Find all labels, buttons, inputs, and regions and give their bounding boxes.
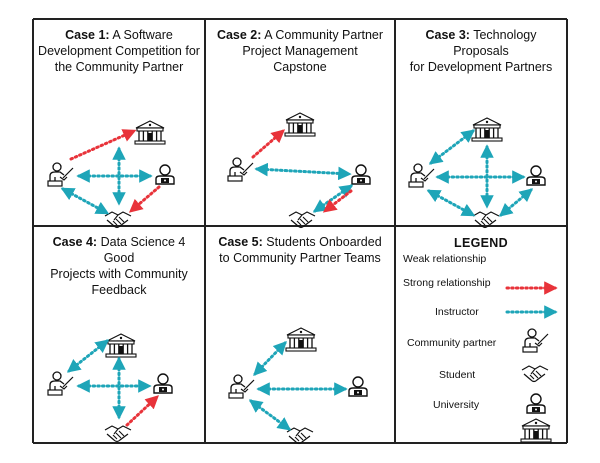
legend-title: LEGEND [454,236,508,250]
case1-handshake-icon [104,211,132,229]
legend-university-icon [520,418,552,443]
case4-student-icon [153,373,173,394]
case4-handshake-icon [104,425,132,443]
case1-weak-arrow-student-partner [128,185,161,213]
case3-strong-arrow-student-partner [498,188,534,217]
legend-instructor-label: Instructor [435,306,479,318]
case2-strong-arrow-instructor-student [254,162,352,181]
case4-strong-arrow-instructor-university [66,339,110,373]
case3-handshake-icon [472,211,500,229]
case3-instructor-icon [408,163,435,188]
case5-instructor-icon [228,374,255,399]
case4-university-icon [105,333,137,358]
case2-strong-arrow-partner-student [312,184,354,213]
diagram-art [47,112,558,445]
legend-instructor-icon [522,328,549,353]
case1-instructor-icon [47,162,74,187]
case2-student-icon [351,164,371,185]
case1-student-icon [155,164,175,185]
case5-handshake-icon [286,427,314,445]
case3-strong-arrow-instructor-university [428,129,476,165]
case3-university-icon [471,117,503,142]
legend-strong-label: Strong relationship [403,277,491,289]
legend-partner-label: Community partner [407,337,497,349]
case3-strong-arrow-instructor-partner [426,189,476,217]
case3-student-icon [526,165,546,186]
legend-panel: LEGEND Weak relationship Strong relation… [395,226,567,443]
legend-weak-label: Weak relationship [403,253,487,265]
legend-handshake-icon [521,365,549,383]
legend-student-icon [526,393,546,414]
case2-handshake-icon [288,211,316,229]
case5-strong-arrow-instructor-university [253,341,287,376]
legend-student-label: Student [439,369,476,381]
case4-instructor-icon [47,371,74,396]
grid-borders [32,18,568,444]
case2-weak-arrow-instructor-university [251,129,286,159]
case4-weak-arrow-partner-student [125,395,159,427]
case1-strong-arrow-instructor-partner [60,187,110,215]
case2-university-icon [284,112,316,137]
case1-university-icon [134,120,166,145]
case1-weak-arrow-instructor-university [69,129,137,161]
case2-instructor-icon [227,157,254,182]
case5-university-icon [285,327,317,352]
case5-student-icon [348,376,368,397]
case2-weak-arrow-student-partner [322,189,353,213]
case5-strong-arrow-instructor-partner [248,399,292,431]
legend-university-label: University [433,399,480,411]
